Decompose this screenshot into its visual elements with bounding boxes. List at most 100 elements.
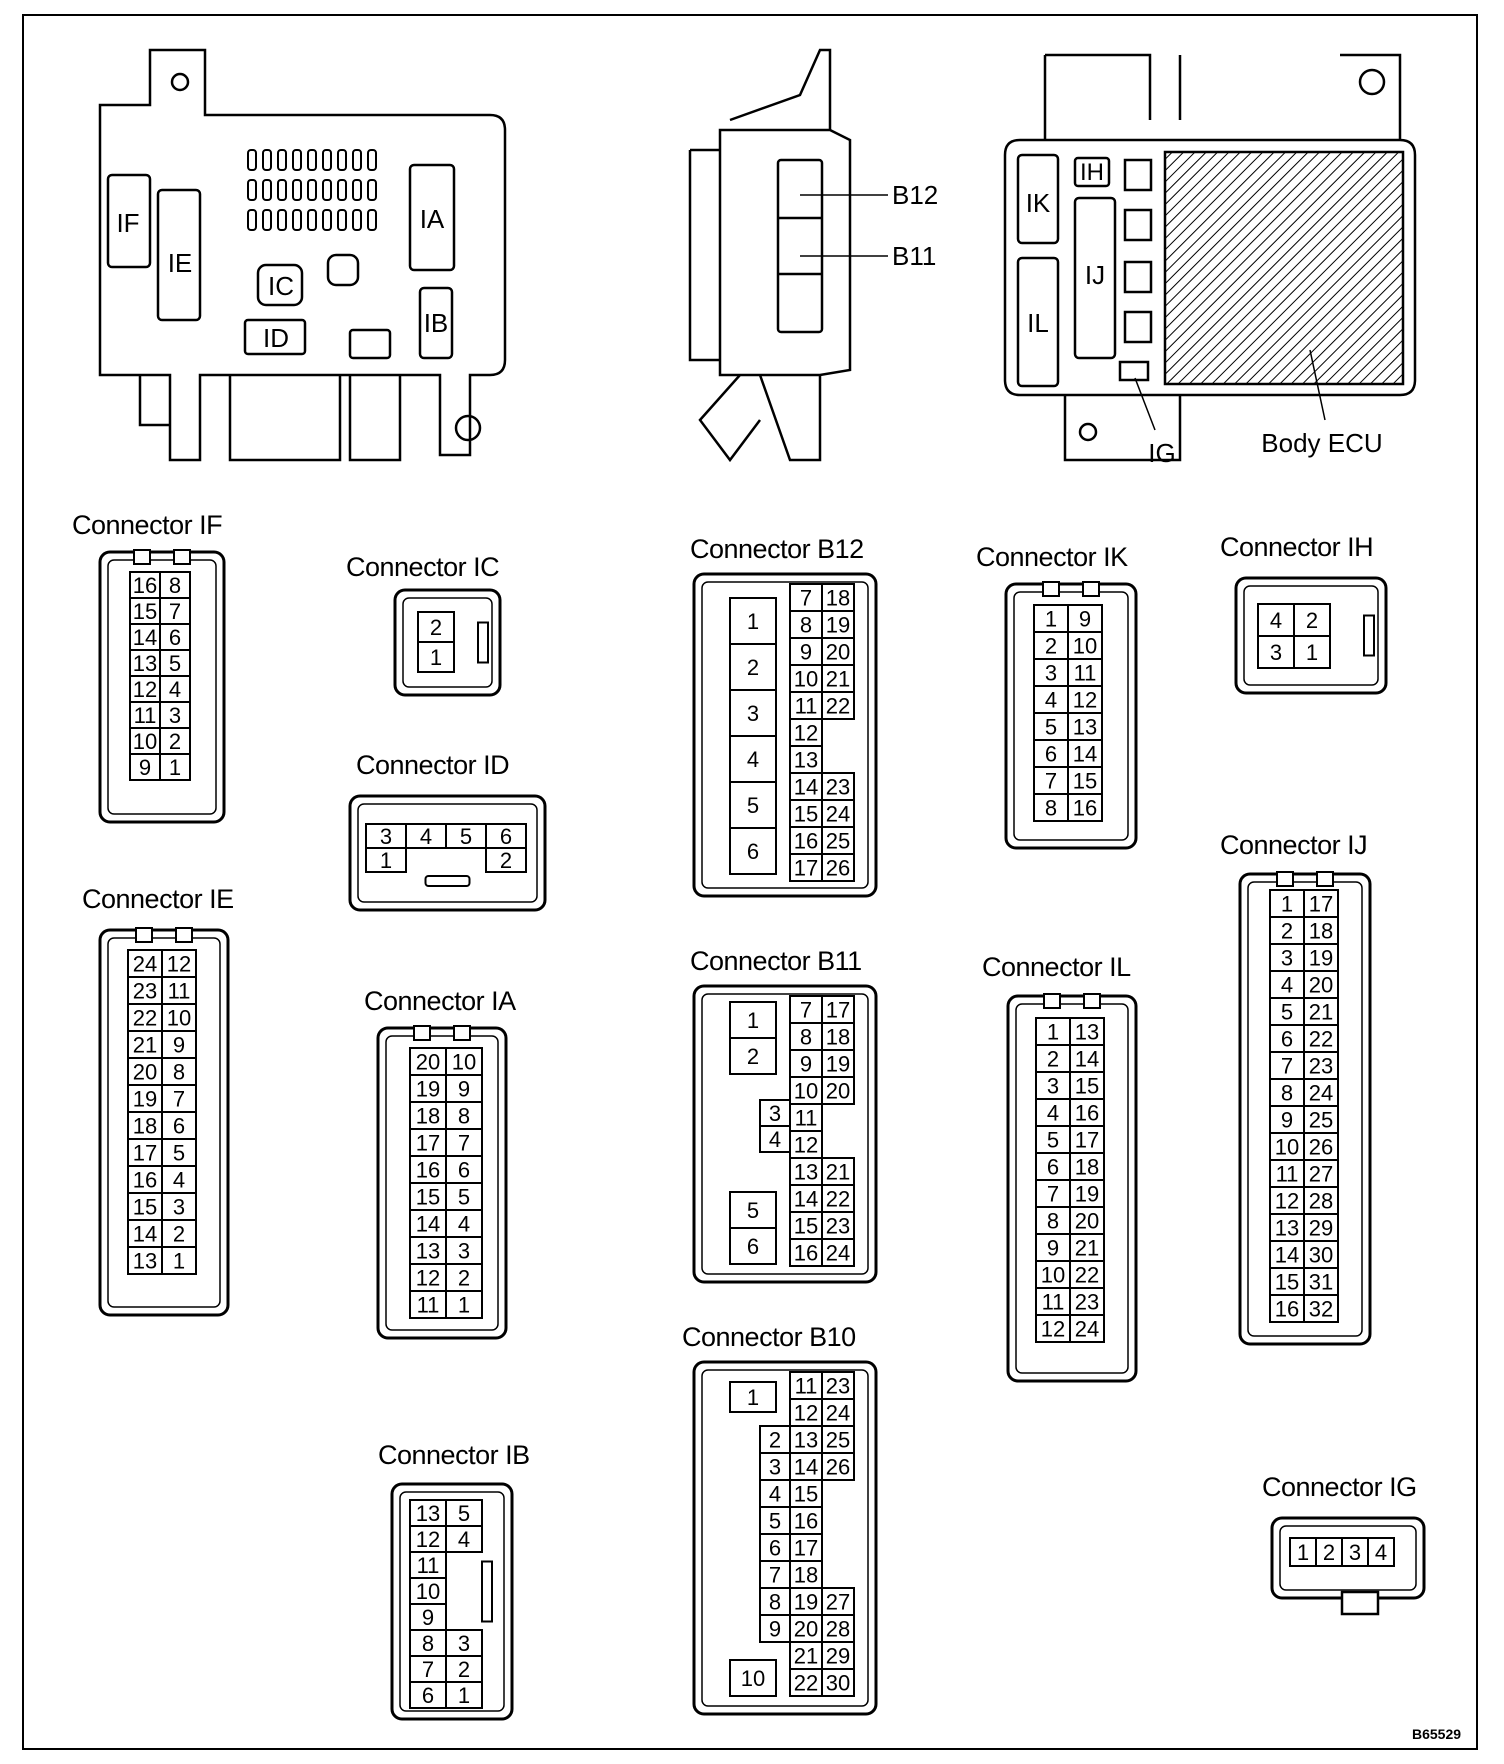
pin-number: 9 [173, 1033, 185, 1058]
title-connector-ij: Connector IJ [1220, 830, 1368, 860]
pin-cell [789, 1506, 823, 1535]
pin-number: 1 [173, 1249, 185, 1274]
pin-number: 16 [1073, 796, 1097, 821]
pin-number: 4 [1047, 1101, 1059, 1126]
title-connector-ik: Connector IK [976, 542, 1128, 572]
pin-number: 12 [1041, 1317, 1065, 1342]
pin-number: 14 [1073, 742, 1097, 767]
overview-label-ie: IE [168, 248, 193, 278]
pin-cell [821, 1076, 855, 1105]
pin-cell [821, 1668, 855, 1697]
pin-number: 4 [1045, 688, 1057, 713]
pin-number: 6 [769, 1536, 781, 1561]
pin-cell [161, 1003, 197, 1032]
pin-number: 14 [794, 1455, 818, 1480]
pin-cell [789, 745, 823, 774]
pin-number: 18 [1075, 1155, 1099, 1180]
pin-cell [409, 1577, 447, 1605]
pin-cell [1067, 793, 1103, 822]
pin-number: 19 [826, 613, 850, 638]
fuse-slot [292, 209, 302, 231]
pin-cell [161, 1246, 197, 1275]
pin-cell [161, 1111, 197, 1140]
pin-number: 1 [1306, 640, 1318, 665]
pin-number: 6 [458, 1158, 470, 1183]
overview-label-ic: IC [268, 271, 294, 301]
pin-cell [821, 799, 855, 828]
fuse-slot [352, 149, 362, 171]
pin-cell [1069, 1071, 1105, 1100]
fuse-slot [352, 209, 362, 231]
lock-tab [453, 1025, 471, 1041]
pin-number: 10 [1073, 634, 1097, 659]
pin-cell [821, 610, 855, 639]
pin-number: 24 [826, 1241, 850, 1266]
pin-number: 13 [416, 1501, 440, 1526]
fuse-slot [367, 179, 377, 201]
latch [477, 621, 489, 664]
pin-number: 3 [1047, 1074, 1059, 1099]
pin-cell [161, 1084, 197, 1113]
pin-number: 8 [1045, 796, 1057, 821]
pin-number: 24 [826, 802, 850, 827]
connector-inner-outline [1279, 1525, 1417, 1591]
latch [1340, 1590, 1380, 1616]
pin-number: 18 [133, 1114, 157, 1139]
pin-number: 6 [1047, 1155, 1059, 1180]
side-callout-b12: B12 [892, 180, 938, 210]
pin-cell [1069, 1233, 1105, 1262]
pin-number: 16 [794, 1241, 818, 1266]
pin-number: 2 [747, 655, 759, 680]
connector-housing [692, 1360, 878, 1716]
pin-number: 27 [1309, 1162, 1333, 1187]
pin-number: 19 [416, 1077, 440, 1102]
pin-cell [1069, 1287, 1105, 1316]
pin-cell [1269, 1078, 1305, 1107]
pin-cell [1303, 1132, 1339, 1161]
pin-cell [789, 1130, 823, 1159]
pin-number: 7 [800, 998, 812, 1023]
pin-number: 3 [458, 1631, 470, 1656]
pin-number: 16 [133, 1168, 157, 1193]
pin-number: 14 [1075, 1047, 1099, 1072]
title-connector-b10: Connector B10 [682, 1322, 856, 1352]
fuse-slot [352, 179, 362, 201]
fuse-slot [277, 179, 287, 201]
fuse-slot [262, 179, 272, 201]
pin-number: 22 [1309, 1027, 1333, 1052]
pin-number: 23 [826, 1374, 850, 1399]
pin-number: 19 [794, 1590, 818, 1615]
pin-number: 4 [747, 747, 759, 772]
fuse-slot [337, 209, 347, 231]
pin-cell [1035, 1071, 1071, 1100]
pin-number: 11 [417, 1553, 440, 1578]
fuse-slot [262, 149, 272, 171]
pin-cell [161, 1219, 197, 1248]
pin-number: 24 [1309, 1081, 1333, 1106]
pin-number: 13 [1075, 1020, 1099, 1045]
pin-cell [1033, 793, 1069, 822]
pin-number: 22 [826, 1187, 850, 1212]
pin-number: 4 [420, 824, 432, 849]
fuse-slot [247, 209, 257, 231]
pin-number: 25 [826, 1428, 850, 1453]
pin-number: 9 [769, 1617, 781, 1642]
latch [424, 875, 471, 887]
fuse-slot [307, 179, 317, 201]
connector-housing [692, 984, 878, 1284]
pin-number: 16 [1275, 1297, 1299, 1322]
lock-tab [175, 927, 193, 943]
pin-cell [1069, 1044, 1105, 1073]
pin-number: 17 [133, 1141, 157, 1166]
fuse-slot [247, 179, 257, 201]
pin-number: 1 [1045, 607, 1057, 632]
pin-number: 30 [826, 1671, 850, 1696]
pin-number: 13 [794, 1160, 818, 1185]
connector-inner-outline [399, 1491, 505, 1712]
pin-number: 21 [1309, 1000, 1333, 1025]
connector-inner-outline [701, 993, 869, 1275]
pin-cell [1367, 1537, 1395, 1567]
fuse-slot [322, 179, 332, 201]
pin-number: 18 [826, 1025, 850, 1050]
